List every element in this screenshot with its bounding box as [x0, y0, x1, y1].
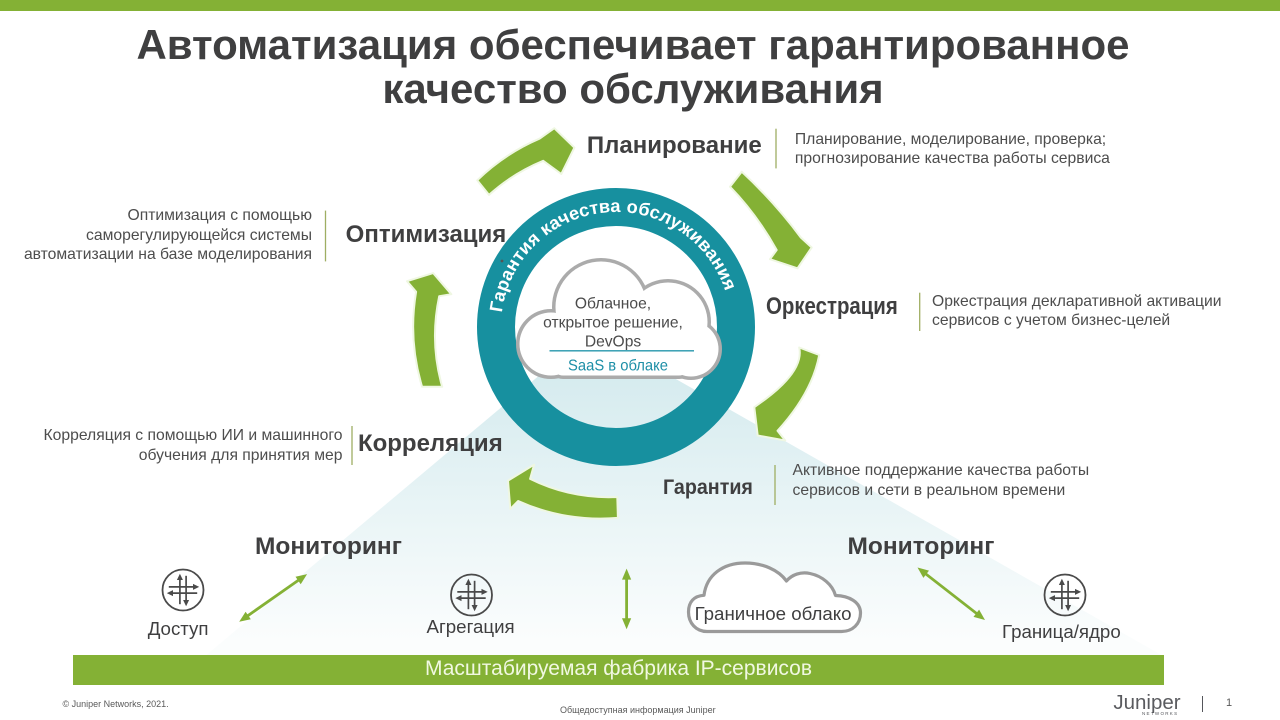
svg-text:Облачное,: Облачное, [575, 295, 651, 312]
svg-text:DevOps: DevOps [585, 333, 642, 350]
svg-text:SaaS в облаке: SaaS в облаке [568, 358, 668, 375]
svg-text:открытое решение,: открытое решение, [543, 314, 683, 331]
